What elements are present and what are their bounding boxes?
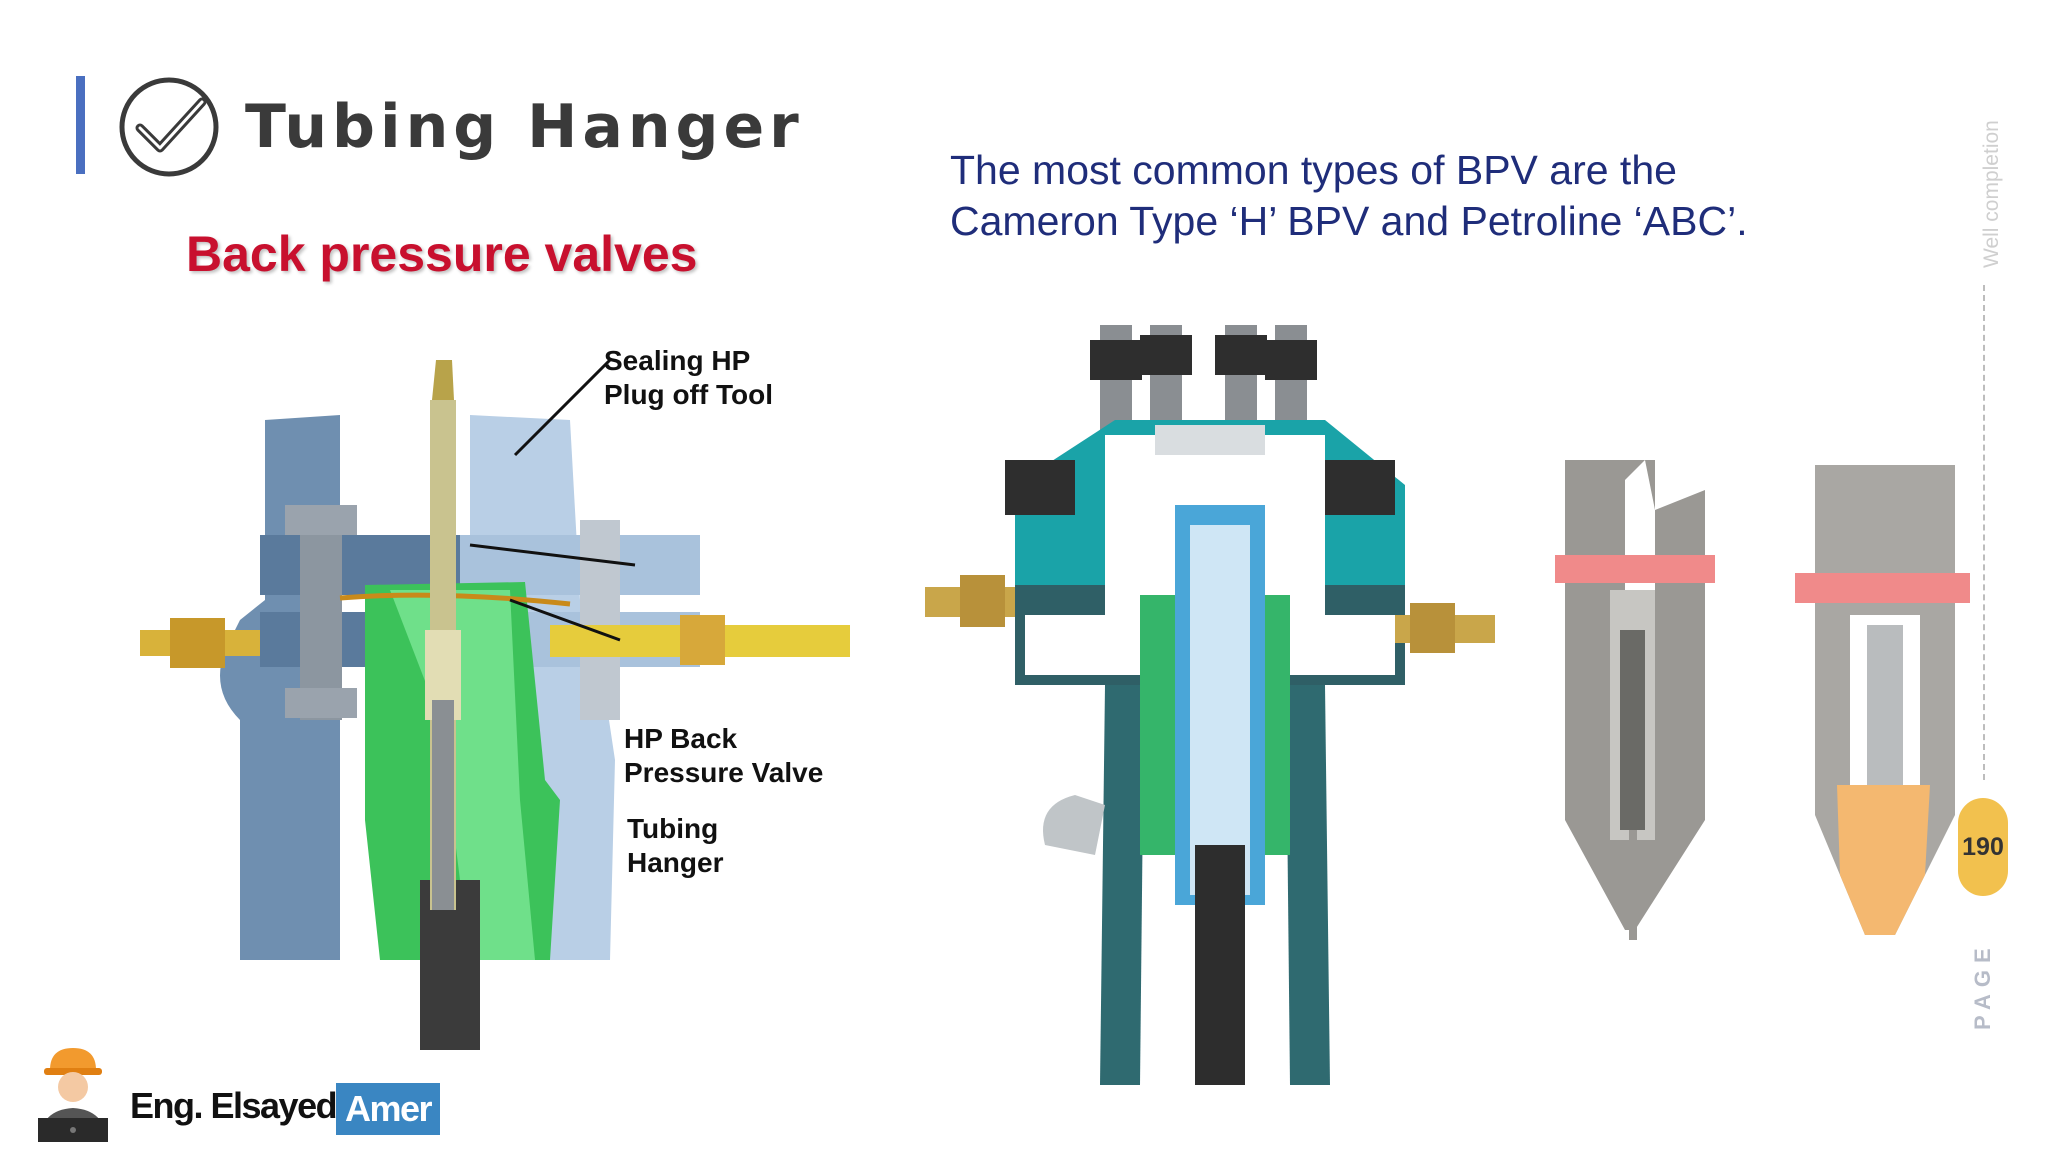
description-line-2: Cameron Type ‘H’ BPV and Petroline ‘ABC’… (950, 198, 1748, 244)
callout-label: Sealing HP (604, 345, 751, 376)
title-accent-bar (76, 76, 85, 174)
tubing-hanger-bpv-cutaway-illustration (140, 360, 850, 1050)
engineer-avatar-icon (38, 1048, 108, 1142)
description-line-1: The most common types of BPV are the (950, 147, 1677, 193)
checkmark-circle-icon (119, 77, 219, 177)
callout-tubing-hanger: Tubing Hanger (627, 812, 723, 880)
cameron-type-h-bpv-illustration (925, 325, 1495, 1085)
page-label-text: PAGE (1970, 941, 1995, 1030)
callout-plug-off-tool: Sealing HP Plug off Tool (604, 344, 773, 412)
callout-hp-back-pressure-valve: HP Back Pressure Valve (624, 722, 823, 790)
petroline-abc-bpv-cutaway-illustration (1795, 465, 1970, 935)
author-name: Eng. Elsayed (130, 1085, 338, 1126)
callout-label: HP Back (624, 723, 738, 754)
section-subtitle: Back pressure valves (186, 226, 698, 282)
petroline-abc-bpv-illustration (1555, 460, 1715, 940)
section-name-label: Well completion (1980, 120, 2003, 268)
page-title: Tubing Hanger (245, 92, 804, 162)
callout-label: Tubing (627, 813, 719, 844)
callout-label: Plug off Tool (604, 379, 773, 410)
description-text: The most common types of BPV are the Cam… (950, 145, 1748, 247)
page-number-badge: 190 (1958, 798, 2008, 896)
section-name-vertical: Well completion (1968, 108, 2003, 268)
side-dashed-divider (1983, 285, 1985, 780)
callout-label: Pressure Valve (624, 757, 824, 788)
author-highlight: Amer (336, 1083, 440, 1135)
page-label-vertical: PAGE (1970, 920, 2000, 1030)
callout-label: Hanger (627, 847, 724, 878)
